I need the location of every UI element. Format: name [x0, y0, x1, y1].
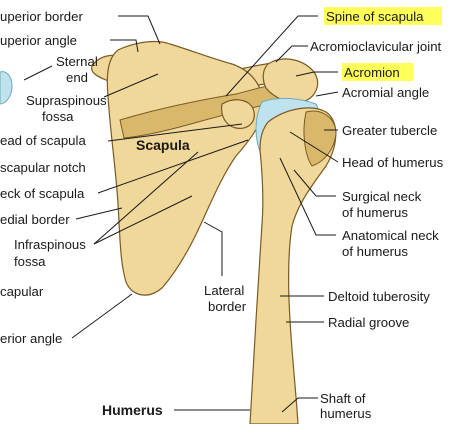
label-shaft-1: Shaft of — [320, 391, 366, 406]
label-radial-groove: Radial groove — [328, 315, 409, 330]
label-sternal-end-2: end — [66, 70, 88, 85]
label-supraspinous-1: Supraspinous — [26, 93, 107, 108]
label-surgical-neck-2: of humerus — [342, 205, 408, 220]
label-scapula: Scapula — [136, 137, 190, 153]
label-acromial-angle: Acromial angle — [342, 85, 429, 100]
label-acromion: Acromion — [344, 65, 400, 80]
label-lateral-border-2: border — [208, 299, 247, 314]
coracoid-process — [221, 99, 255, 129]
highlight-spine — [324, 7, 442, 25]
label-anatomical-neck-2: of humerus — [342, 244, 408, 259]
label-infraspinous-2: fossa — [14, 254, 46, 269]
label-sternal-end-1: Sternal — [56, 54, 98, 69]
label-head-of-scapula: ead of scapula — [0, 133, 86, 148]
humerus — [249, 107, 337, 425]
clavicle-sternal-end — [0, 71, 13, 105]
label-superior-border: uperior border — [0, 9, 83, 24]
label-inferior-angle: erior angle — [0, 331, 62, 346]
label-acromioclavicular-joint: Acromioclavicular joint — [310, 39, 442, 54]
label-humerus: Humerus — [102, 402, 163, 418]
label-infraspinous-1: Infraspinous — [14, 237, 86, 252]
label-surgical-neck-1: Surgical neck — [342, 189, 422, 204]
label-medial-border: edial border — [0, 212, 70, 227]
bones — [0, 40, 337, 425]
label-anatomical-neck-1: Anatomical neck — [342, 228, 439, 243]
leader-lines — [23, 15, 339, 413]
label-capular: capular — [0, 284, 44, 299]
highlight-acromion — [342, 63, 413, 81]
label-supraspinous-2: fossa — [42, 109, 74, 124]
label-shaft-2: humerus — [320, 406, 372, 421]
label-greater-tubercle: Greater tubercle — [342, 123, 437, 138]
label-deltoid-tuberosity: Deltoid tuberosity — [328, 289, 430, 304]
label-superior-angle: uperior angle — [0, 33, 77, 48]
label-head-of-humerus: Head of humerus — [342, 155, 444, 170]
label-scapular-notch: scapular notch — [0, 160, 86, 175]
label-neck-of-scapula: eck of scapula — [0, 186, 85, 201]
label-lateral-border-1: Lateral — [204, 283, 244, 298]
label-spine-of-scapula: Spine of scapula — [326, 9, 424, 24]
